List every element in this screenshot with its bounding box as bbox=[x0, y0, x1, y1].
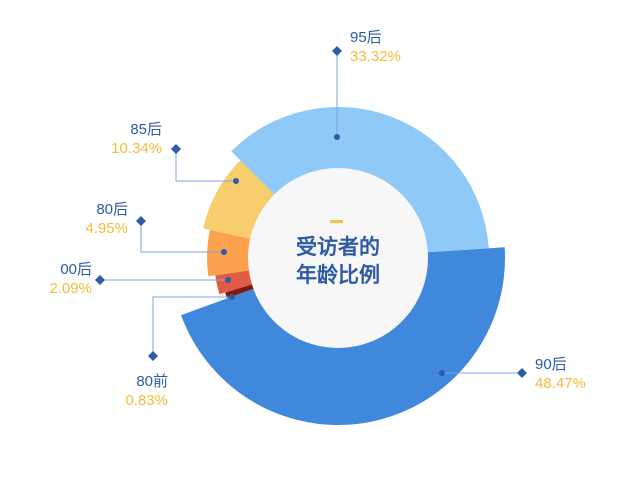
label-name: 95后 bbox=[350, 29, 382, 46]
label-90: 90后 48.47% bbox=[535, 355, 586, 393]
accent-dash bbox=[330, 220, 343, 223]
label-80: 80后 4.95% bbox=[60, 200, 128, 238]
slice-80 bbox=[207, 229, 253, 277]
leader-dot bbox=[225, 277, 231, 283]
center-circle bbox=[248, 168, 428, 348]
slice-95 bbox=[231, 107, 489, 253]
label-pct: 4.95% bbox=[85, 220, 128, 237]
label-name: 80前 bbox=[136, 373, 168, 390]
label-name: 85后 bbox=[130, 121, 162, 138]
chart-title: 受访者的 年龄比例 bbox=[278, 233, 398, 289]
diamond-marker-icon bbox=[148, 351, 158, 361]
leader-line bbox=[140, 221, 224, 253]
label-pct: 48.47% bbox=[535, 375, 586, 392]
diamond-marker-icon bbox=[136, 216, 146, 226]
diamond-marker-icon bbox=[95, 275, 105, 285]
leader-dot bbox=[221, 249, 227, 255]
leader-dot bbox=[233, 178, 239, 184]
label-pct: 33.32% bbox=[350, 48, 401, 65]
label-name: 90后 bbox=[535, 356, 567, 373]
label-pct: 10.34% bbox=[111, 140, 162, 157]
slice-90 bbox=[181, 247, 505, 426]
label-name: 00后 bbox=[60, 261, 92, 278]
leader-line bbox=[152, 296, 232, 356]
diamond-marker-icon bbox=[332, 46, 342, 56]
label-pct: 2.09% bbox=[49, 280, 92, 297]
slice-00 bbox=[215, 270, 254, 295]
title-line-2: 年龄比例 bbox=[296, 263, 380, 287]
leader-dot bbox=[439, 370, 445, 376]
leader-dot bbox=[229, 294, 235, 300]
diamond-marker-icon bbox=[171, 144, 181, 154]
label-80-pre: 80前 0.83% bbox=[100, 372, 168, 410]
label-name: 80后 bbox=[96, 201, 128, 218]
diamond-marker-icon bbox=[517, 368, 527, 378]
label-pct: 0.83% bbox=[125, 392, 168, 409]
label-00: 00后 2.09% bbox=[24, 260, 92, 298]
leader-dot bbox=[334, 134, 340, 140]
leader-line bbox=[175, 149, 236, 182]
title-line-1: 受访者的 bbox=[296, 235, 380, 259]
label-95: 95后 33.32% bbox=[350, 28, 401, 66]
label-85: 85后 10.34% bbox=[96, 120, 162, 158]
